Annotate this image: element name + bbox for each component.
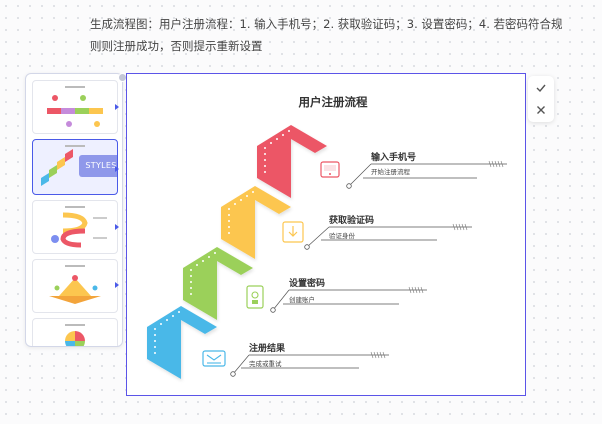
template-thumbnail-5[interactable] (32, 318, 118, 346)
step-3-dot (270, 307, 276, 313)
step-1-connector (348, 163, 372, 187)
template-thumbnail-panel[interactable]: STYLES (25, 73, 123, 347)
step-2-chevron (221, 186, 291, 259)
step-1-shape (257, 125, 327, 198)
close-icon (537, 106, 545, 114)
step-3-desc: 创建账户 (289, 295, 315, 304)
step-4-dot (230, 371, 236, 377)
step-1-chevron (257, 125, 327, 198)
step-1-dot (346, 183, 352, 189)
thumbnail-4-preview (49, 265, 101, 304)
step-2-icon (282, 221, 304, 243)
step-1-title: 输入手机号 (371, 151, 416, 162)
step-4-shape (147, 306, 217, 379)
step-2-dot (304, 244, 310, 250)
step-3-connector (272, 289, 290, 311)
step-2-title: 获取验证码 (329, 214, 374, 225)
thumbnail-3-preview (51, 206, 107, 248)
thumbnail-5-preview (65, 324, 85, 346)
step-4-chevron (147, 306, 217, 379)
thumbnail-4-indicator (115, 282, 119, 288)
styles-button[interactable]: STYLES (79, 155, 117, 177)
template-thumbnail-2[interactable]: STYLES (32, 139, 118, 195)
step-1-icon (320, 161, 340, 178)
thumbnail-2-indicator (115, 166, 119, 172)
step-3-icon (246, 285, 264, 309)
step-1-desc: 开始注册流程 (371, 167, 411, 176)
step-3-chevron (183, 247, 253, 320)
thumbnail-1-indicator (115, 104, 119, 110)
step-3-shape (183, 247, 253, 320)
step-2-desc: 验证身份 (329, 231, 356, 240)
step-4-desc: 完成或重试 (249, 359, 282, 368)
diagram-canvas[interactable]: 用户注册流程 (126, 73, 526, 396)
diagram-title: 用户注册流程 (298, 95, 368, 109)
step-4-icon (202, 350, 226, 367)
prompt-text: 生成流程图：用户注册流程：1. 输入手机号；2. 获取验证码；3. 设置密码；4… (90, 17, 563, 53)
thumbnail-3-indicator (115, 224, 119, 230)
canvas-actions (528, 76, 554, 122)
template-thumbnail-3[interactable] (32, 200, 118, 254)
thumbnail-2-preview (41, 145, 85, 186)
step-2-shape (221, 186, 291, 259)
check-icon (536, 84, 546, 93)
cancel-button[interactable] (528, 99, 554, 121)
template-thumbnail-1[interactable] (32, 80, 118, 134)
step-4-connector (232, 354, 250, 375)
template-thumbnail-4[interactable] (32, 259, 118, 313)
confirm-button[interactable] (528, 77, 554, 99)
thumbnail-1-preview (47, 86, 103, 127)
staircase-diagram: 用户注册流程 (147, 95, 507, 379)
step-4-title: 注册结果 (249, 342, 286, 353)
step-3-title: 设置密码 (289, 277, 325, 288)
step-2-connector (306, 226, 330, 248)
